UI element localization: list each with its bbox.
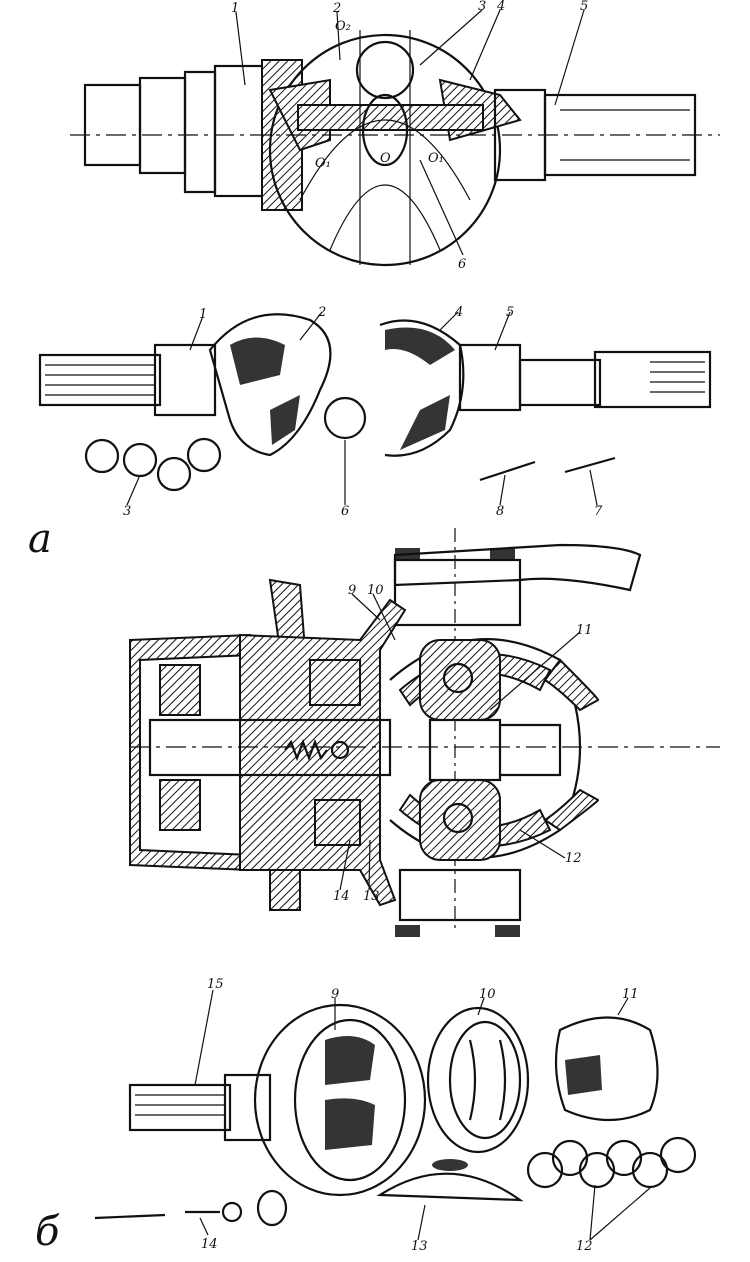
figure-labels: а б 1 2 3 4 5 6 O O₁ O₁ O₂ 1 2 3 4 5 6 7… <box>28 0 639 1255</box>
exploded-parts-a <box>38 311 712 506</box>
label-5-top: 5 <box>580 0 588 14</box>
section-a-letter: а <box>28 516 52 562</box>
label-14-section: 14 <box>333 889 350 904</box>
label-6-top: 6 <box>458 257 466 272</box>
center-o1-left: O₁ <box>315 156 331 171</box>
section-b-letter: б <box>35 1209 60 1255</box>
label-3-top: 3 <box>478 0 486 14</box>
assembled-joint-drawing <box>70 9 720 267</box>
label-13-parts: 13 <box>411 1239 428 1254</box>
center-o2: O₂ <box>335 19 351 34</box>
label-2-exploded: 2 <box>317 305 326 320</box>
label-12-section: 12 <box>565 851 582 866</box>
label-5-exploded: 5 <box>506 305 514 320</box>
center-o: O <box>380 151 391 166</box>
label-8-exploded: 8 <box>496 504 504 519</box>
label-10-parts: 10 <box>479 987 496 1002</box>
label-1-top: 1 <box>231 1 239 16</box>
label-15-parts: 15 <box>207 977 224 992</box>
center-o1-right: O₁ <box>428 151 444 166</box>
label-1-exploded: 1 <box>199 307 207 322</box>
label-12-parts: 12 <box>576 1239 593 1254</box>
label-9-parts: 9 <box>331 987 339 1002</box>
exploded-parts-b <box>94 989 697 1241</box>
label-14-parts: 14 <box>201 1237 218 1252</box>
label-6-exploded: 6 <box>341 504 349 519</box>
label-4-top: 4 <box>496 0 505 14</box>
label-11-section: 11 <box>576 623 593 638</box>
label-9-section: 9 <box>348 583 356 598</box>
label-13-section: 13 <box>363 889 380 904</box>
label-7-exploded: 7 <box>594 504 603 519</box>
label-4-exploded: 4 <box>454 305 463 320</box>
label-11-parts: 11 <box>622 987 639 1002</box>
sectional-view-b <box>129 528 720 937</box>
label-2-top: 2 <box>332 1 341 16</box>
label-3-exploded: 3 <box>123 504 131 519</box>
label-10-section: 10 <box>367 583 384 598</box>
